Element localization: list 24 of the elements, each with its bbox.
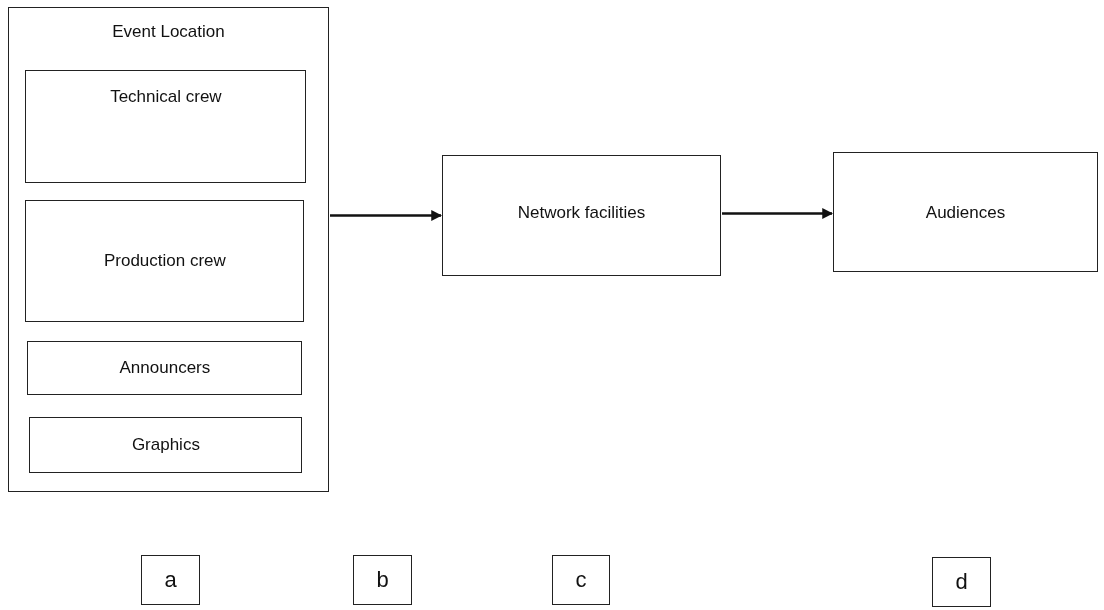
node-label: Production crew xyxy=(103,251,226,272)
group-box xyxy=(8,7,329,492)
node-label: Technical crew xyxy=(110,87,222,108)
node-label: Graphics xyxy=(131,435,200,456)
label-box xyxy=(141,555,200,605)
node-label: c xyxy=(575,567,587,593)
process-box xyxy=(25,70,307,184)
node-label: Network facilities xyxy=(517,203,646,223)
label-box xyxy=(353,555,412,605)
node-label: b xyxy=(376,567,389,593)
label-box xyxy=(932,557,991,607)
process-box xyxy=(833,152,1098,272)
process-box xyxy=(29,417,303,474)
arrow xyxy=(330,210,443,221)
node-label: d xyxy=(955,569,968,595)
node-label: Audiences xyxy=(925,203,1006,223)
process-box xyxy=(442,155,721,276)
group-title: Event Location xyxy=(112,22,225,42)
process-box xyxy=(27,341,303,396)
node-label: Announcers xyxy=(119,358,211,379)
node-label: a xyxy=(164,567,177,593)
process-box xyxy=(25,200,305,323)
arrow xyxy=(722,208,834,219)
label-box xyxy=(552,555,610,605)
